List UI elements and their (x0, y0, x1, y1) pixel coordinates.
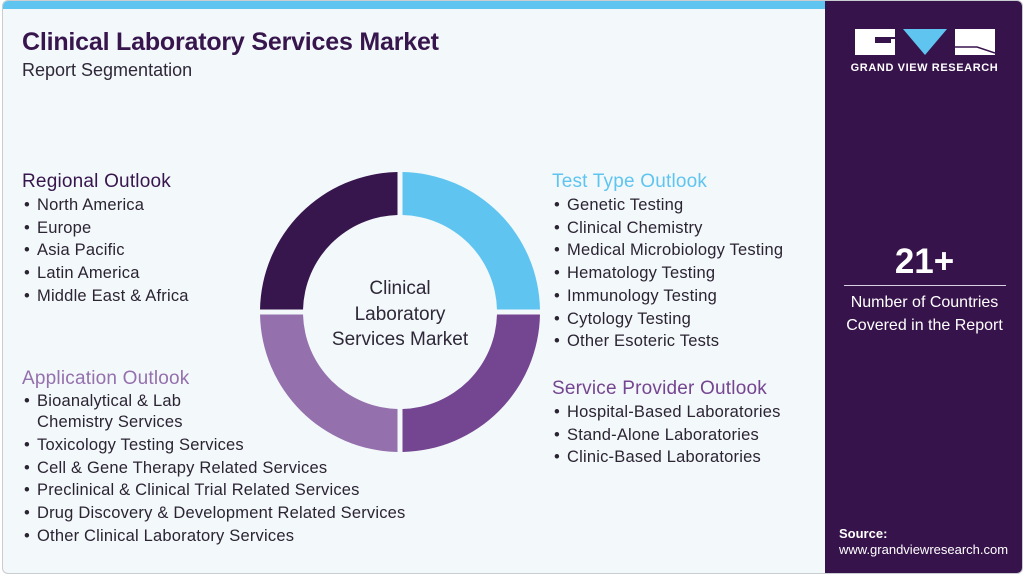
stat-divider (844, 285, 1006, 286)
countries-stat-label: Number of Countries Covered in the Repor… (825, 292, 1022, 337)
source-label: Source: (839, 526, 888, 541)
regional-outlook-title: Regional Outlook (22, 171, 171, 192)
list-item: North America (22, 194, 189, 217)
donut-segment-test-type (402, 172, 540, 310)
side-panel: GRAND VIEW RESEARCH 21+ Number of Countr… (825, 1, 1022, 573)
list-item: Other Clinical Laboratory Services (22, 525, 405, 548)
segmentation-donut (260, 172, 540, 452)
list-item: Other Esoteric Tests (552, 330, 783, 353)
list-item: Stand-Alone Laboratories (552, 424, 781, 447)
service-provider-outlook-list: Hospital-Based Laboratories Stand-Alone … (552, 401, 781, 469)
list-item: Clinical Chemistry (552, 217, 783, 240)
top-accent-bar (3, 1, 825, 9)
center-label-line: Services Market (331, 329, 469, 350)
stat-label-line: Number of Countries (850, 294, 999, 311)
application-outlook-list: Bioanalytical & Lab Chemistry Services T… (22, 391, 405, 548)
center-label-line: Clinical (369, 278, 431, 299)
list-item: Asia Pacific (22, 239, 189, 262)
list-item: Hematology Testing (552, 262, 783, 285)
source-url[interactable]: www.grandviewresearch.com (839, 542, 1009, 557)
application-outlook-title: Application Outlook (22, 368, 190, 389)
gvr-logo-icon (855, 29, 995, 55)
page-subtitle: Report Segmentation (22, 60, 193, 80)
application-outlook-section: Application Outlook Bioanalytical & Lab … (22, 368, 405, 548)
regional-outlook-list: North America Europe Asia Pacific Latin … (22, 194, 189, 308)
donut-segment-application (260, 314, 398, 452)
list-item: Cell & Gene Therapy Related Services (22, 457, 405, 480)
list-item: Medical Microbiology Testing (552, 239, 783, 262)
page-title: Clinical Laboratory Services Market (22, 28, 439, 56)
list-item: Clinic-Based Laboratories (552, 446, 781, 469)
list-item: Immunology Testing (552, 285, 783, 308)
test-type-outlook-section: Test Type Outlook Genetic Testing Clinic… (552, 171, 783, 353)
donut-segment-regional (260, 172, 398, 310)
list-item-line: Chemistry Services (37, 413, 183, 431)
list-item: Europe (22, 217, 189, 240)
donut-segment-service-provider (402, 314, 540, 452)
list-item: Cytology Testing (552, 308, 783, 331)
stat-label-line: Covered in the Report (846, 316, 1003, 334)
list-item: Middle East & Africa (22, 285, 189, 308)
brand-name: GRAND VIEW RESEARCH (850, 62, 999, 74)
list-item-line: Bioanalytical & Lab (37, 392, 182, 410)
test-type-outlook-list: Genetic Testing Clinical Chemistry Medic… (552, 194, 783, 353)
list-item: Hospital-Based Laboratories (552, 401, 781, 424)
list-item: Latin America (22, 262, 189, 285)
service-provider-outlook-section: Service Provider Outlook Hospital-Based … (552, 378, 781, 469)
regional-outlook-section: Regional Outlook North America Europe As… (22, 171, 189, 308)
donut-center-label: Clinical Laboratory Services Market (300, 276, 500, 353)
list-item: Genetic Testing (552, 194, 783, 217)
list-item: Bioanalytical & Lab Chemistry Services (22, 391, 405, 433)
list-item: Toxicology Testing Services (22, 434, 405, 457)
test-type-outlook-title: Test Type Outlook (552, 171, 708, 192)
center-label-line: Laboratory (354, 303, 446, 325)
list-item: Preclinical & Clinical Trial Related Ser… (22, 479, 405, 502)
list-item: Drug Discovery & Development Related Ser… (22, 502, 405, 525)
countries-stat-value: 21+ (894, 242, 955, 281)
service-provider-outlook-title: Service Provider Outlook (552, 378, 767, 399)
